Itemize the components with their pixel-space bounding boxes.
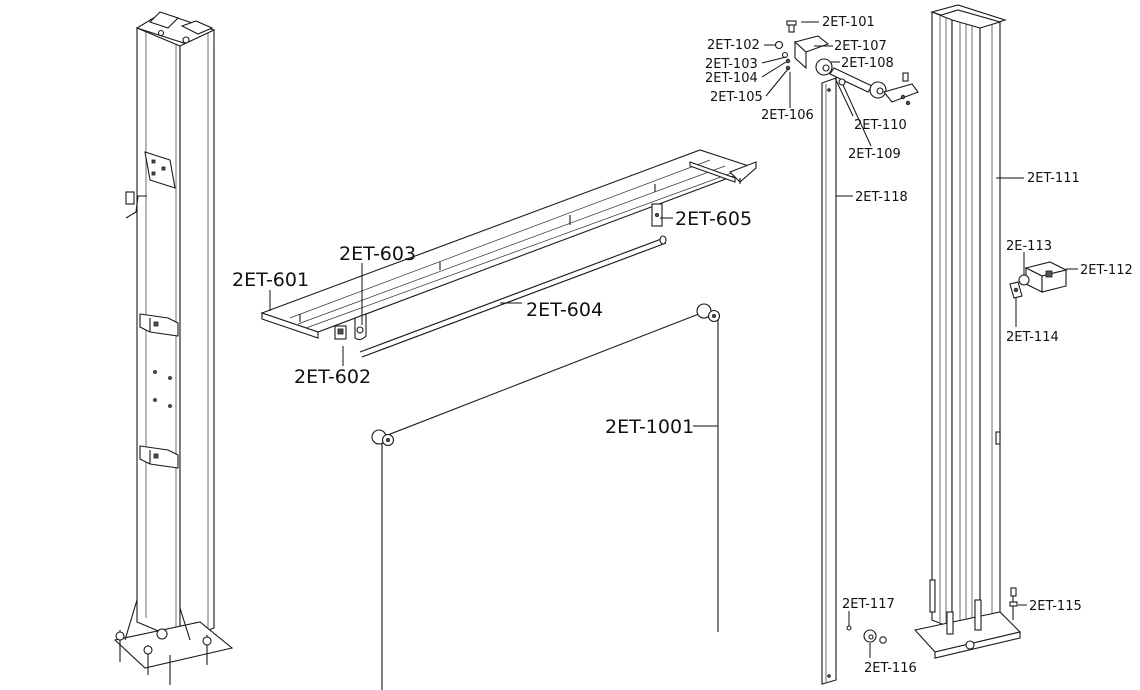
label-2et-103: 2ET-103 — [705, 57, 758, 72]
pulley-head-assembly — [774, 20, 919, 106]
label-2et-108: 2ET-108 — [841, 56, 894, 71]
left-post — [113, 11, 234, 685]
label-2et-605: 2ET-605 — [675, 208, 752, 230]
label-2et-105: 2ET-105 — [710, 90, 763, 105]
cable-assembly — [371, 303, 721, 690]
label-2et-102: 2ET-102 — [707, 38, 760, 53]
label-2et-110: 2ET-110 — [854, 118, 907, 133]
label-2et-601: 2ET-601 — [232, 269, 309, 291]
part-labels: 2ET-601 2ET-602 2ET-603 2ET-604 2ET-605 … — [232, 15, 1133, 676]
label-2et-118: 2ET-118 — [855, 190, 908, 205]
label-2et-107: 2ET-107 — [834, 39, 887, 54]
label-2et-603: 2ET-603 — [339, 243, 416, 265]
label-2et-101: 2ET-101 — [822, 15, 875, 30]
label-2et-106: 2ET-106 — [761, 108, 814, 123]
label-2et-604: 2ET-604 — [526, 299, 603, 321]
label-2et-115: 2ET-115 — [1029, 599, 1082, 614]
small-hardware — [846, 587, 1018, 644]
label-2et-104: 2ET-104 — [705, 71, 758, 86]
top-beam-assembly — [260, 149, 757, 358]
right-post — [913, 4, 1022, 659]
leader-lines — [269, 21, 1078, 658]
label-2et-117: 2ET-117 — [842, 597, 895, 612]
label-2et-1001: 2ET-1001 — [605, 416, 694, 438]
label-2et-109: 2ET-109 — [848, 147, 901, 162]
label-2et-114: 2ET-114 — [1006, 330, 1059, 345]
vertical-bar — [821, 77, 837, 685]
label-2e-113: 2E-113 — [1006, 239, 1052, 254]
side-bracket-assembly — [1009, 261, 1068, 299]
label-2et-116: 2ET-116 — [864, 661, 917, 676]
label-2et-602: 2ET-602 — [294, 366, 371, 388]
label-2et-112: 2ET-112 — [1080, 263, 1133, 278]
label-2et-111: 2ET-111 — [1027, 171, 1080, 186]
